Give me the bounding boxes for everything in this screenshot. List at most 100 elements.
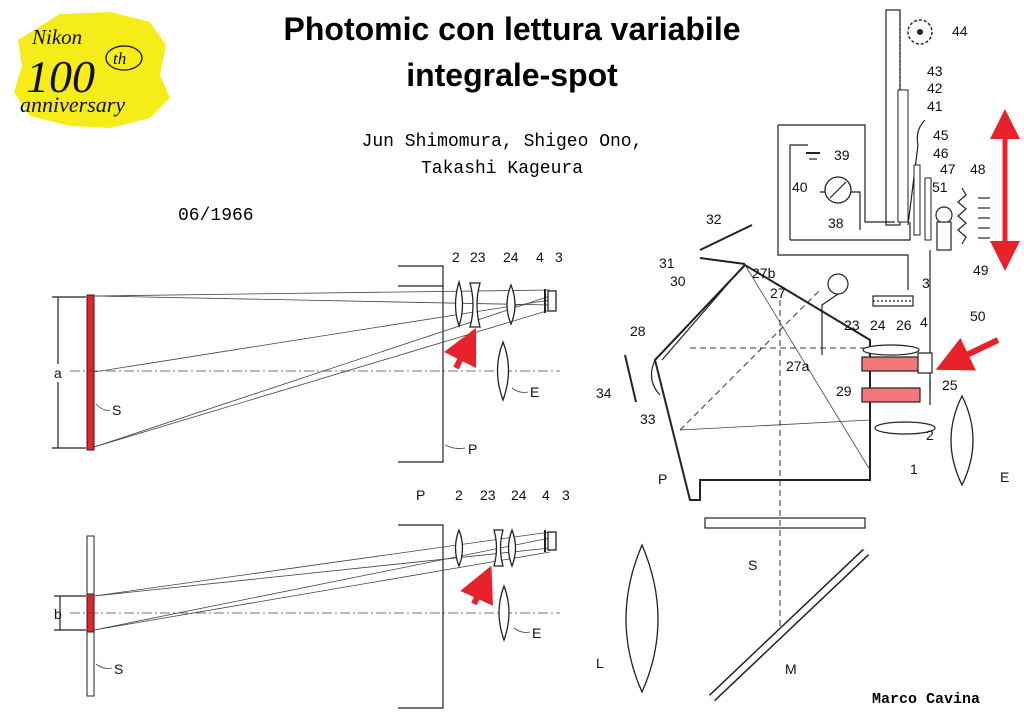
red-arrow-right	[935, 337, 1000, 371]
label-b: b	[54, 606, 62, 622]
label-P-bottom: P	[416, 487, 425, 503]
eyepiece-bottom	[498, 584, 510, 642]
label-34: 34	[596, 385, 612, 401]
resistor-41-42	[897, 89, 909, 223]
lever-45	[907, 119, 926, 226]
label-33: 33	[640, 411, 656, 427]
lens-29-highlight	[861, 387, 921, 403]
focusing-screen	[704, 517, 866, 529]
strip-47	[924, 177, 932, 241]
logo-word: anniversary	[20, 92, 125, 117]
red-arrow-top-left	[443, 327, 477, 370]
cell-3-top	[547, 290, 557, 312]
label-48: 48	[970, 161, 986, 177]
authors-line1: Jun Shimomura, Shigeo Ono,	[362, 132, 643, 152]
lens-23-top	[469, 282, 481, 328]
integral-reading-diagram: a 2 23 24 4 3 S E P	[50, 249, 563, 463]
label-31: 31	[659, 255, 675, 271]
label-29: 29	[836, 383, 852, 399]
label-P-right: P	[658, 471, 667, 487]
lens-2-top	[454, 279, 464, 329]
label-23: 23	[470, 249, 486, 265]
logo-yellow-burst	[14, 12, 170, 128]
label-M: M	[785, 661, 797, 677]
label-26: 26	[896, 317, 912, 333]
red-arrow-bottom-left	[460, 565, 493, 606]
patent-date: 06/1966	[178, 206, 254, 226]
label-3: 3	[555, 249, 563, 265]
label-49: 49	[973, 262, 989, 278]
lens-2-bottom	[454, 528, 464, 568]
logo-number: 100	[26, 51, 95, 102]
label-3-bottom: 3	[562, 487, 570, 503]
scale-48	[957, 187, 967, 245]
subject-area-a	[86, 294, 95, 451]
label-39: 39	[834, 147, 850, 163]
logo-th-ring	[105, 45, 143, 71]
label-47: 47	[940, 161, 956, 177]
label-L: L	[596, 655, 604, 671]
circuit-wire-1	[778, 124, 895, 223]
logo-brand: Nikon	[31, 25, 82, 49]
label-38: 38	[828, 215, 844, 231]
label-P: P	[468, 441, 477, 457]
label-23-right: 23	[844, 317, 860, 333]
photomic-head-diagram: 44 43 42 41 45 46 47 48 51 49 39 40 38 3…	[596, 9, 1020, 702]
eyepiece-right	[950, 394, 974, 487]
label-S: S	[112, 402, 121, 418]
lens-24-top	[506, 283, 516, 326]
element-34	[624, 354, 637, 403]
camera-body-top	[398, 265, 444, 463]
camera-body-bottom	[398, 524, 444, 709]
pivot-27	[827, 273, 849, 295]
mirror-31	[699, 257, 746, 265]
label-4-right: 4	[920, 314, 928, 330]
label-30: 30	[670, 273, 686, 289]
label-23-bottom: 23	[480, 487, 496, 503]
label-2-bottom: 2	[455, 487, 463, 503]
label-32: 32	[706, 211, 722, 227]
label-27a: 27a	[786, 358, 810, 374]
label-50: 50	[970, 308, 986, 324]
pentaprism	[653, 263, 871, 501]
label-40: 40	[792, 179, 808, 195]
label-28: 28	[630, 323, 646, 339]
label-27b: 27b	[752, 265, 776, 281]
label-43: 43	[927, 63, 943, 79]
label-E-bottom: E	[532, 625, 541, 641]
logo-suffix: th	[113, 49, 126, 68]
label-1: 1	[910, 461, 918, 477]
reflex-mirror	[709, 549, 869, 701]
label-45: 45	[933, 127, 949, 143]
lens-2-right	[874, 421, 936, 435]
label-E: E	[530, 384, 539, 400]
taking-lens	[625, 543, 659, 694]
label-41: 41	[927, 98, 943, 114]
label-S-right: S	[748, 557, 757, 573]
label-24-bottom: 24	[511, 487, 527, 503]
label-4-bottom: 4	[542, 487, 550, 503]
label-44: 44	[952, 23, 968, 39]
element-25	[917, 352, 933, 374]
label-46: 46	[933, 145, 949, 161]
label-a: a	[54, 365, 62, 381]
label-51: 51	[932, 179, 948, 195]
element-33	[650, 359, 661, 396]
label-3-right: 3	[922, 275, 930, 291]
strip-46	[913, 164, 921, 236]
spot-reading-diagram: b P 2 23 24 4 3 S E	[54, 487, 570, 709]
label-2: 2	[452, 249, 460, 265]
nikon-100th-logo: Nikon 100 th anniversary	[14, 12, 170, 128]
label-E-right: E	[1000, 469, 1009, 485]
label-S-bottom: S	[114, 661, 123, 677]
authors-line2: Takashi Kageura	[421, 159, 583, 179]
label-24-right: 24	[870, 317, 886, 333]
label-42: 42	[927, 80, 943, 96]
gear-51	[935, 206, 953, 224]
label-27: 27	[770, 285, 786, 301]
cell-3-bottom	[547, 531, 557, 551]
lens-23-bottom	[493, 529, 504, 567]
title-line2: integrale-spot	[406, 57, 618, 93]
mirror-32	[699, 224, 753, 251]
